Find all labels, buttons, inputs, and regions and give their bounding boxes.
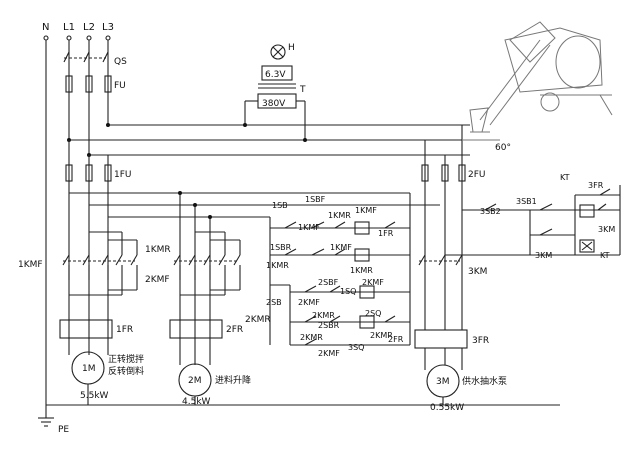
label-ctl-1sq: 1SQ	[340, 287, 356, 296]
label-1kmr: 1KMR	[145, 245, 171, 255]
label-2kmr-m2: 2KMR	[245, 315, 271, 325]
label-pump-3km: 3KM	[598, 225, 615, 234]
label-1fu: 1FU	[114, 170, 132, 180]
label-2m-power: 4.5kW	[182, 397, 211, 407]
label-3fr: 3FR	[472, 336, 489, 346]
caption-2m: 进料升降	[215, 374, 251, 386]
caption-1m-line2: 反转倒料	[108, 365, 144, 377]
label-ctl-2sbf: 2SBF	[318, 278, 339, 287]
label-pump-kt: KT	[560, 173, 570, 182]
label-ctl-2kmf-c: 2KMF	[318, 349, 340, 358]
label-1m: 1M	[82, 364, 96, 374]
labels: N L1 L2 L3 QS FU 1FU 2FU PE H 6.3V T 380…	[18, 22, 615, 435]
label-ctl-1sbr: 1SBR	[270, 243, 292, 252]
label-ctl-1sbf: 1SBF	[305, 195, 326, 204]
label-6v: 6.3V	[265, 70, 286, 80]
label-ctl-1fr: 1FR	[378, 229, 394, 238]
mixer-machine-drawing	[462, 21, 613, 141]
label-ctl-1kmf-c: 1KMF	[330, 243, 352, 252]
motor1-circuit	[59, 231, 138, 405]
caption-1m-line1: 正转搅拌	[108, 353, 144, 365]
label-fu: FU	[114, 81, 126, 91]
label-3km: 3KM	[468, 267, 487, 277]
label-380v: 380V	[262, 99, 286, 109]
label-2fr: 2FR	[226, 325, 243, 335]
label-l3: L3	[102, 22, 114, 33]
label-ctl-1sb: 1SB	[272, 201, 288, 210]
pump-control-circuit	[484, 188, 620, 255]
caption-3m: 供水抽水泵	[462, 375, 507, 387]
label-pump-kt-b: KT	[600, 251, 610, 260]
motor3-circuit	[414, 254, 468, 405]
label-l2: L2	[83, 22, 95, 33]
label-pump-3km-b: 3KM	[535, 251, 552, 260]
label-ctl-1kmf: 1KMF	[355, 206, 377, 215]
label-ctl-1kmr-c: 1KMR	[350, 266, 373, 275]
label-t: T	[299, 85, 306, 95]
label-2fu: 2FU	[468, 170, 486, 180]
label-ctl-2kmf: 2KMF	[362, 278, 384, 287]
label-l1: L1	[63, 22, 75, 33]
label-2kmf-m1: 2KMF	[145, 275, 170, 285]
label-ctl-2fr: 2FR	[388, 335, 404, 344]
label-n: N	[42, 22, 49, 33]
label-h: H	[288, 43, 295, 53]
label-ctl-1kmf-b: 1KMF	[298, 223, 320, 232]
label-pump-3sb1: 3SB1	[516, 197, 537, 206]
label-ctl-2kmr-b: 2KMR	[300, 333, 323, 342]
label-ctl-2sbr: 2SBR	[318, 321, 340, 330]
motor-control-circuits	[269, 193, 411, 346]
label-1fr: 1FR	[116, 325, 133, 335]
motor2-circuit	[169, 231, 241, 405]
label-angle: 60°	[495, 143, 511, 153]
label-3m-power: 0.55kW	[430, 403, 464, 413]
label-ctl-2kmr-c: 2KMR	[370, 331, 393, 340]
label-ctl-1kmr: 1KMR	[328, 211, 351, 220]
label-ctl-2sb: 2SB	[266, 298, 282, 307]
lamp-transformer	[243, 44, 307, 142]
label-pump-3sb2: 3SB2	[480, 207, 501, 216]
label-ctl-2kmr: 2KMR	[312, 311, 335, 320]
label-2m: 2M	[188, 376, 202, 386]
label-pe: PE	[58, 425, 69, 435]
label-1m-power: 5.5kW	[80, 391, 109, 401]
label-qs: QS	[114, 57, 127, 67]
label-ctl-2sq: 2SQ	[365, 309, 381, 318]
label-pump-3fr: 3FR	[588, 181, 604, 190]
label-3m: 3M	[436, 377, 450, 387]
supply-lines	[38, 35, 621, 427]
label-ctl-1kmr-b: 1KMR	[266, 261, 289, 270]
label-1kmf: 1KMF	[18, 260, 43, 270]
label-ctl-2kmf-b: 2KMF	[298, 298, 320, 307]
label-ctl-3sq: 3SQ	[348, 343, 364, 352]
